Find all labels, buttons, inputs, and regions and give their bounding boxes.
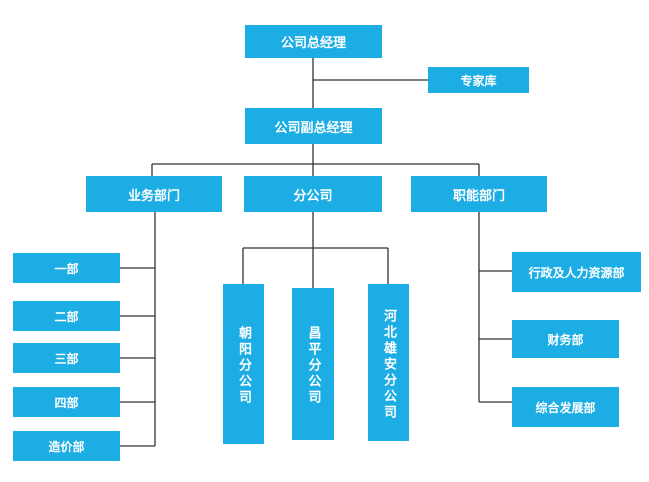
functional-unit-hr: 行政及人力资源部: [512, 252, 641, 292]
functional-dept-box: 职能部门: [411, 176, 547, 212]
branch-changping: 昌平分公司: [292, 288, 334, 440]
business-dept-box: 业务部门: [86, 176, 222, 212]
vice-ceo-box: 公司副总经理: [245, 108, 382, 144]
expert-pool-box: 专家库: [428, 67, 529, 93]
branch-dept-box: 分公司: [244, 176, 382, 212]
ceo-box: 公司总经理: [245, 25, 382, 58]
business-unit-1: 一部: [13, 253, 120, 283]
business-unit-4: 四部: [13, 387, 120, 417]
functional-unit-finance: 财务部: [512, 320, 619, 358]
business-unit-2: 二部: [13, 301, 120, 331]
business-unit-5: 造价部: [13, 431, 120, 461]
branch-xiongan: 河北雄安分公司: [368, 284, 409, 441]
business-unit-3: 三部: [13, 343, 120, 373]
functional-unit-development: 综合发展部: [512, 387, 619, 427]
branch-chaoyang: 朝阳分公司: [223, 284, 264, 444]
